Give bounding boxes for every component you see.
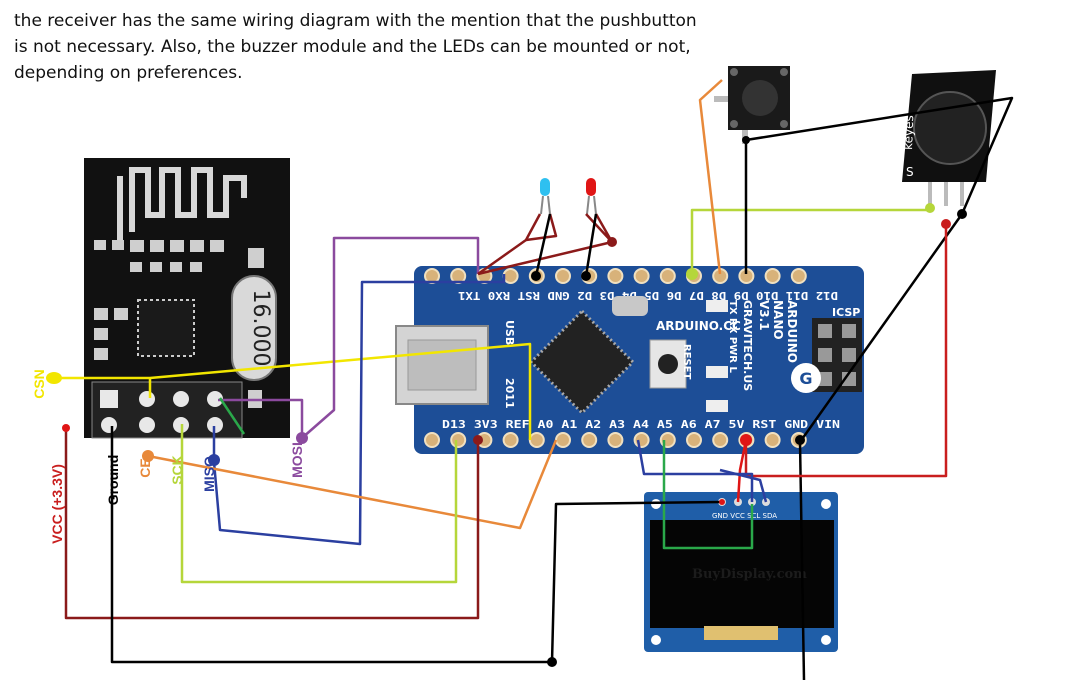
nano-top-pin-hole [502,268,519,284]
nano-bottom-pin-hole [502,432,519,448]
oled-brand: BuyDisplay.com [692,567,807,582]
wire-vcc-darkred [64,428,480,620]
nano-maker: GRAVITECH.US [741,300,754,391]
nano-model-line1: ARDUINO [785,300,799,363]
junction-dots [46,136,967,667]
nano-bottom-pin-hole [528,432,545,448]
nano-bottom-pin-hole [581,432,598,448]
nano-top-pin-hole [790,268,807,284]
nano-top-pin-hole [555,268,571,284]
wire-led-darkred [477,213,542,276]
label-ground: Ground [105,455,121,506]
wire-ce-orange [147,439,558,530]
crystal-label: 16.000 [248,290,273,367]
label-sck: SCK [169,455,185,485]
label-ce: CE [137,458,153,477]
nano-bottom-pin-labels: D13 3V3 REF A0 A1 A2 A3 A4 A5 A6 A7 5V R… [442,418,840,431]
wire-oled-ground [550,500,723,663]
nano-bottom-pin-hole [712,432,729,448]
label-csn: CSN [31,369,47,399]
nano-reset-label: RESET [681,344,692,380]
buzzer-module: keyes S [901,70,996,206]
wire-buzzer-lime [690,206,932,274]
arduino-nano-board: D12 D11 D10 D9 D8 D7 D6 D5 D4 D3 D2 GND … [395,266,864,454]
wire-sck-lime [180,424,458,584]
wire-button-orange [698,79,723,275]
nano-top-pin-labels: D12 D11 D10 D9 D8 D7 D6 D5 D4 D3 D2 GND … [458,289,838,302]
nano-brand: ARDUINO.CC [656,319,741,333]
nano-bottom-pin-hole [607,432,624,448]
wire-mosi-purple [218,398,304,438]
led-red [586,178,597,215]
nano-top-pin-hole [633,268,650,284]
nano-top-pin-hole [607,268,624,284]
nano-top-pin-hole [764,268,781,284]
oled-display: GND VCC SCL SDA BuyDisplay.com [644,492,838,652]
nano-top-pin-hole [659,268,676,284]
nano-bottom-pin-hole [450,432,467,448]
nano-bottom-pin-hole [764,432,781,448]
nrf24l01-module: 16.000 [84,158,290,439]
label-miso: MISO [201,456,217,492]
wire-csn-yellow [56,342,532,440]
nano-bottom-pin-hole [555,432,571,448]
nano-model-line2: NANO [771,300,785,340]
wire-ground-black [110,426,552,664]
nano-usb-label: USB [503,320,516,345]
wire-buzzer-black [745,96,1014,443]
led-blue [540,178,551,215]
wire-buzzer-darkred [744,222,948,478]
nano-led-labels: TX RX PWR L [727,300,738,373]
nano-icsp-label: ICSP [832,306,860,319]
caption-text: the receiver has the same wiring diagram… [14,11,697,83]
oled-pin-labels: GND VCC SCL SDA [712,512,777,520]
buzzer-pin-label: S [906,165,914,179]
nano-bottom-pin-hole [424,432,440,448]
label-vcc: VCC (+3.3V) [49,464,65,544]
svg-text:G: G [799,369,812,388]
nano-bottom-pin-hole [686,432,702,448]
label-mosi: MOSI [289,442,305,478]
pushbutton [714,66,790,144]
wire-oled-red [736,439,748,503]
nano-model-line3: V3.1 [757,300,771,331]
nano-year-label: 2011 [503,378,516,409]
buzzer-brand: keyes [901,115,916,150]
nano-bottom-pin-hole [633,432,650,448]
